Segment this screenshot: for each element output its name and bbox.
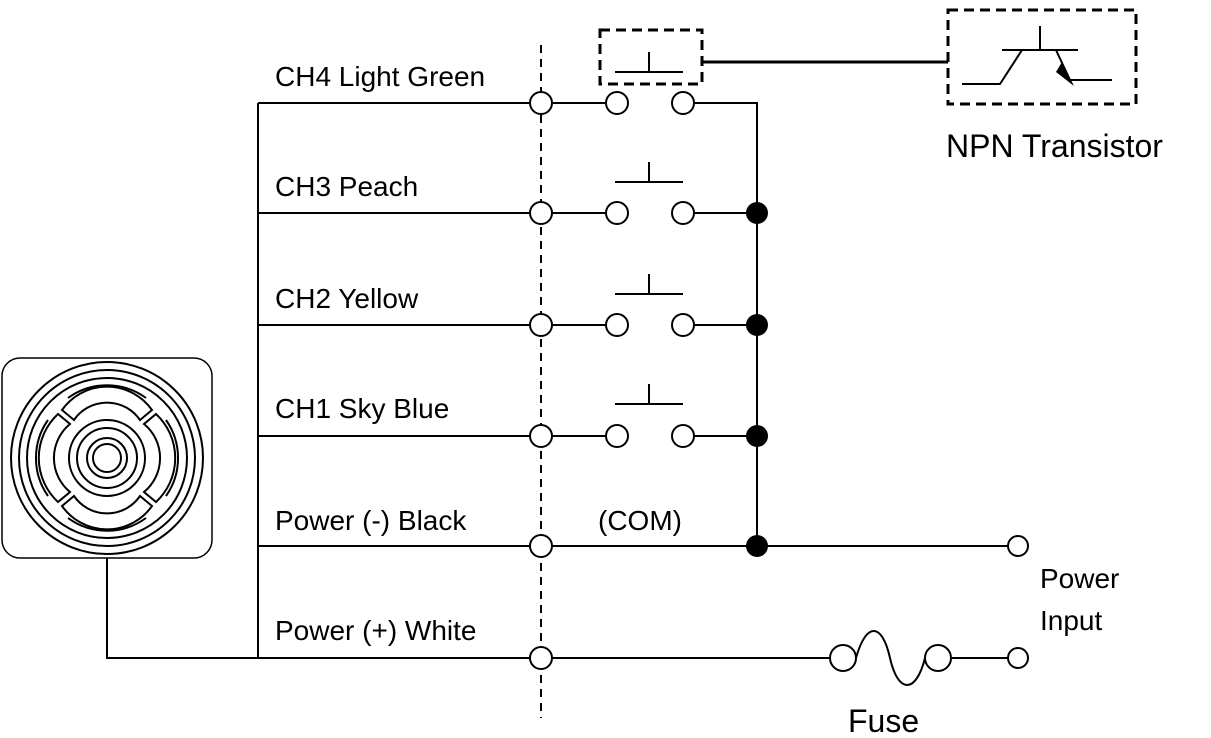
device-cable (106, 558, 258, 659)
wire-label-ch2: CH2 Yellow (275, 283, 419, 314)
wire-label-power-pos: Power (+) White (275, 615, 477, 646)
terminals (529, 91, 1029, 670)
wire-label-ch3: CH3 Peach (275, 171, 418, 202)
fuse-label: Fuse (848, 703, 919, 738)
wire-label-ch1: CH1 Sky Blue (275, 393, 449, 424)
junction-dots (746, 202, 768, 557)
switch-actuators (615, 52, 683, 405)
npn-transistor-icon (946, 8, 1138, 106)
power-input-label-line2: Input (1040, 605, 1102, 636)
transistor-label: NPN Transistor (946, 128, 1163, 164)
wire-lines (258, 102, 1008, 659)
transistor-switch-box (598, 28, 704, 86)
com-label: (COM) (598, 505, 682, 536)
fuse-icon (829, 630, 952, 686)
device-icon (1, 357, 213, 559)
wire-label-power-neg: Power (-) Black (275, 505, 467, 536)
power-input-label-line1: Power (1040, 563, 1119, 594)
wire-label-ch4: CH4 Light Green (275, 61, 485, 92)
